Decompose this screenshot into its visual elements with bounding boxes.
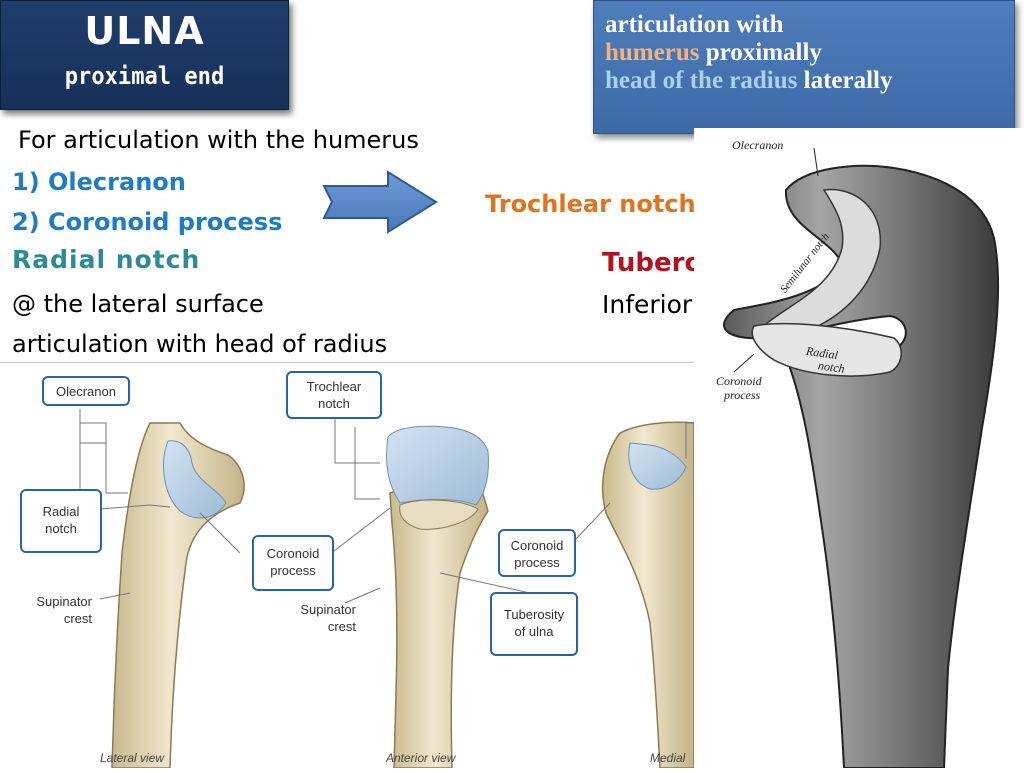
gray-coronoid-label-2: process <box>724 388 761 402</box>
for-articulation-text: For articulation with the humerus <box>18 126 419 154</box>
trochlear-surface-lateral <box>163 440 227 519</box>
slide-title: ULNA <box>84 9 205 53</box>
gray-ulna-svg <box>723 147 1000 769</box>
tuberosity-label: Tuberosity <box>602 248 694 278</box>
coronoid-anterior-line-1: Coronoid <box>266 546 320 561</box>
radial-notch-label-1: Radial <box>42 504 80 519</box>
head-of-radius-text: articulation with head of radius <box>12 330 388 358</box>
supinator-crest-lateral-line-2: crest <box>63 611 92 626</box>
laterally-text: laterally <box>797 67 893 94</box>
articulation-summary-box: articulation with humerus proximally hea… <box>593 0 1015 134</box>
olecranon-item: 1) Olecranon <box>12 168 186 196</box>
divider-line <box>0 362 694 363</box>
articulation-line-1: articulation with <box>605 11 784 38</box>
coronoid-process-label-box: Coronoid process <box>252 535 334 591</box>
title-box: ULNA proximal end <box>0 0 289 110</box>
trochlear-notch-label: Trochlear notch <box>485 190 694 218</box>
coronoid-anterior-line-2: process <box>270 563 316 578</box>
coronoid-process-medial-label-box: Coronoid process <box>498 529 576 577</box>
humerus-highlight: humerus <box>605 39 700 66</box>
radial-notch-heading: Radial notch <box>12 245 201 274</box>
inferior-label: Inferior <box>602 290 693 319</box>
gray-olecranon-label: Olecranon <box>732 138 784 152</box>
olecranon-label: Olecranon <box>56 384 116 399</box>
tuberosity-label-box: Tuberosity of ulna <box>490 592 578 656</box>
coronoid-medial-line-1: Coronoid <box>510 538 564 553</box>
tuberosity-text: Tuberosity <box>602 248 694 278</box>
supinator-crest-lateral-line-1: Supinator <box>36 594 92 609</box>
anterior-view-caption: Anterior view <box>386 751 456 765</box>
medial-view-bone <box>601 421 694 768</box>
coronoid-item: 2) Coronoid process <box>12 208 283 236</box>
trochlear-notch-line-2: notch <box>318 396 350 411</box>
trochlear-notch-text: Trochlear notch <box>485 190 694 218</box>
radial-notch-label-2: notch <box>45 521 77 536</box>
proximally-text: proximally <box>699 39 822 66</box>
right-arrow-icon <box>322 170 438 234</box>
trochlear-notch-label-box: Trochlear notch <box>286 371 382 419</box>
supinator-crest-anterior-line-1: Supinator <box>300 602 356 617</box>
supinator-crest-anterior-label: Supinator crest <box>276 601 356 635</box>
lateral-surface-text: @ the lateral surface <box>12 290 264 318</box>
supinator-crest-anterior-line-2: crest <box>327 619 356 634</box>
supinator-crest-lateral-label: Supinator crest <box>18 593 92 627</box>
olecranon-label-box: Olecranon <box>42 376 130 406</box>
gray-coronoid-label-1: Coronoid <box>716 374 762 388</box>
tuberosity-line-2: of ulna <box>514 624 554 639</box>
gray-ulna-drawing: Olecranon Semilunar notch Radial notch C… <box>694 128 1024 769</box>
ulna-illustration: Olecranon Radial notch Supinator crest T… <box>0 363 694 768</box>
articulation-line-2: humerus proximally <box>605 39 1014 67</box>
gray-radial-notch <box>751 322 902 377</box>
lateral-view-caption: Lateral view <box>100 751 165 765</box>
bone-drawings <box>79 409 694 768</box>
tuberosity-line-1: Tuberosity <box>503 607 565 622</box>
radius-head-highlight: head of the radius <box>605 67 798 94</box>
trochlear-notch-line-1: Trochlear <box>306 379 362 394</box>
articulation-line-3: head of the radius laterally <box>605 67 1014 95</box>
radial-notch-label-box: Radial notch <box>20 489 102 553</box>
inferior-text: Inferior <box>602 290 694 319</box>
trochlear-surface-anterior <box>386 425 489 506</box>
medial-view-label: Medial <box>650 751 686 765</box>
medial-view-caption: Medial <box>650 751 694 765</box>
coronoid-medial-line-2: process <box>514 555 560 570</box>
slide-subtitle: proximal end <box>64 62 225 90</box>
